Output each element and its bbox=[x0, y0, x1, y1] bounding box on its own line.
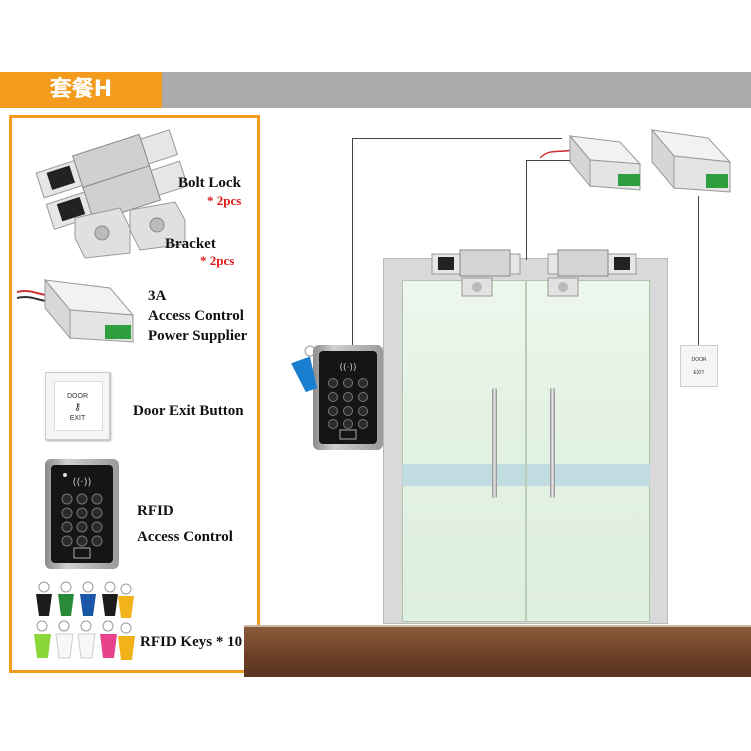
mounted-power-supplies bbox=[540, 128, 732, 193]
bolt-lock-label: Bolt Lock bbox=[178, 175, 241, 191]
exit-button-exit-text: EXIT bbox=[69, 415, 86, 422]
bracket-image bbox=[74, 201, 186, 259]
mounted-locks bbox=[431, 249, 637, 297]
wall-exit-exit-text: EXIT bbox=[693, 370, 705, 376]
wall-keypad[interactable]: ((·)) bbox=[313, 345, 383, 450]
door-split bbox=[525, 280, 527, 622]
right-door-handle[interactable] bbox=[550, 388, 555, 498]
rfid-keys-image bbox=[34, 581, 135, 660]
svg-text:((·)): ((·)) bbox=[340, 363, 357, 373]
rfid-keys-label: RFID Keys * 10 bbox=[140, 634, 243, 650]
svg-text:((·)): ((·)) bbox=[73, 477, 92, 488]
rfid-line2: Access Control bbox=[137, 529, 233, 545]
power-supply-line1: 3A bbox=[148, 288, 167, 304]
rfid-keypad-image: ((·)) bbox=[45, 459, 119, 569]
keypad-buttons-icon: ((·)) bbox=[61, 473, 103, 559]
exit-button-image: DOOR ⚷ EXIT bbox=[45, 372, 110, 440]
key-fob-icon[interactable] bbox=[290, 345, 320, 397]
left-door-handle[interactable] bbox=[492, 388, 497, 498]
floor-edge bbox=[244, 625, 751, 628]
wall-exit-button[interactable]: DOOR EXIT bbox=[680, 345, 718, 387]
exit-button-door-text: DOOR bbox=[67, 393, 88, 400]
wire-top-horizontal bbox=[352, 138, 562, 139]
floor bbox=[244, 627, 751, 677]
rfid-line1: RFID bbox=[137, 503, 174, 519]
power-supply-line3: Power Supplier bbox=[148, 328, 248, 344]
wire-keypad-vertical bbox=[352, 138, 353, 348]
exit-button-label: Door Exit Button bbox=[133, 403, 244, 419]
package-tab[interactable]: 套餐H bbox=[0, 72, 162, 108]
key-icon: ⚷ bbox=[73, 402, 82, 413]
power-supply-image bbox=[16, 278, 135, 343]
wire-exit-vertical bbox=[698, 196, 699, 346]
bracket-label: Bracket bbox=[165, 236, 216, 252]
wall-exit-door-text: DOOR bbox=[691, 357, 707, 363]
wire-lock-horizontal bbox=[526, 160, 570, 161]
wire-lock-vertical bbox=[526, 160, 527, 260]
wall-keypad-buttons-icon: ((·)) bbox=[328, 363, 368, 440]
power-supply-line2: Access Control bbox=[148, 308, 244, 324]
bracket-qty: * 2pcs bbox=[200, 253, 235, 268]
bolt-lock-qty: * 2pcs bbox=[207, 193, 242, 208]
bolt-lock-image bbox=[35, 129, 189, 230]
